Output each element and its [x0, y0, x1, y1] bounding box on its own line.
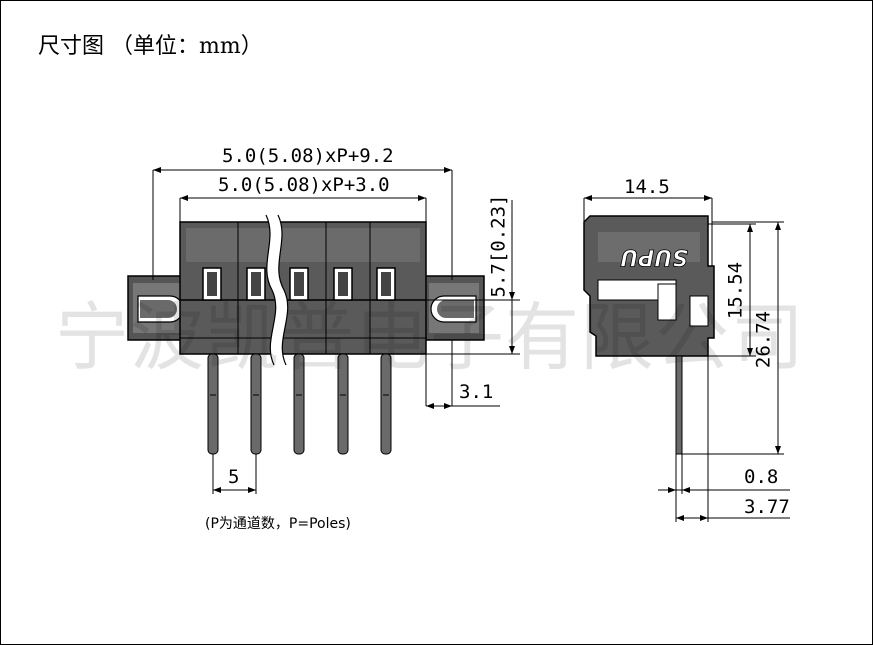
side-dimension-lines [583, 197, 790, 522]
brand-mark: SUPU [620, 244, 688, 269]
dim-side-width: 14.5 [624, 176, 670, 198]
poles-note: (P为通道数，P=Poles) [205, 516, 351, 532]
left-flange [127, 275, 187, 341]
right-flange [423, 275, 485, 341]
side-arrowheads [584, 195, 781, 521]
dim-body-width: 5.0(5.08)xP+3.0 [218, 174, 390, 196]
dim-side-total-height: 26.74 [752, 310, 775, 369]
dim-height: 5.7[0.23] [487, 194, 510, 298]
wire-entries [202, 267, 396, 301]
side-view: SUPU [583, 195, 790, 522]
front-arrowheads [153, 167, 515, 493]
dim-pitch: 5 [228, 466, 240, 488]
dim-pin-width: 0.8 [744, 466, 779, 488]
dim-side-body-height: 15.54 [724, 261, 747, 320]
side-pin [675, 355, 683, 455]
dim-flange: 3.1 [459, 381, 494, 403]
pins [207, 353, 392, 455]
break-line [266, 215, 288, 365]
dim-overall-width: 5.0(5.08)xP+9.2 [222, 145, 394, 167]
dim-pin-offset: 3.77 [744, 496, 790, 518]
front-view [127, 167, 520, 494]
page-title: 尺寸图 （单位：mm） [38, 34, 263, 59]
